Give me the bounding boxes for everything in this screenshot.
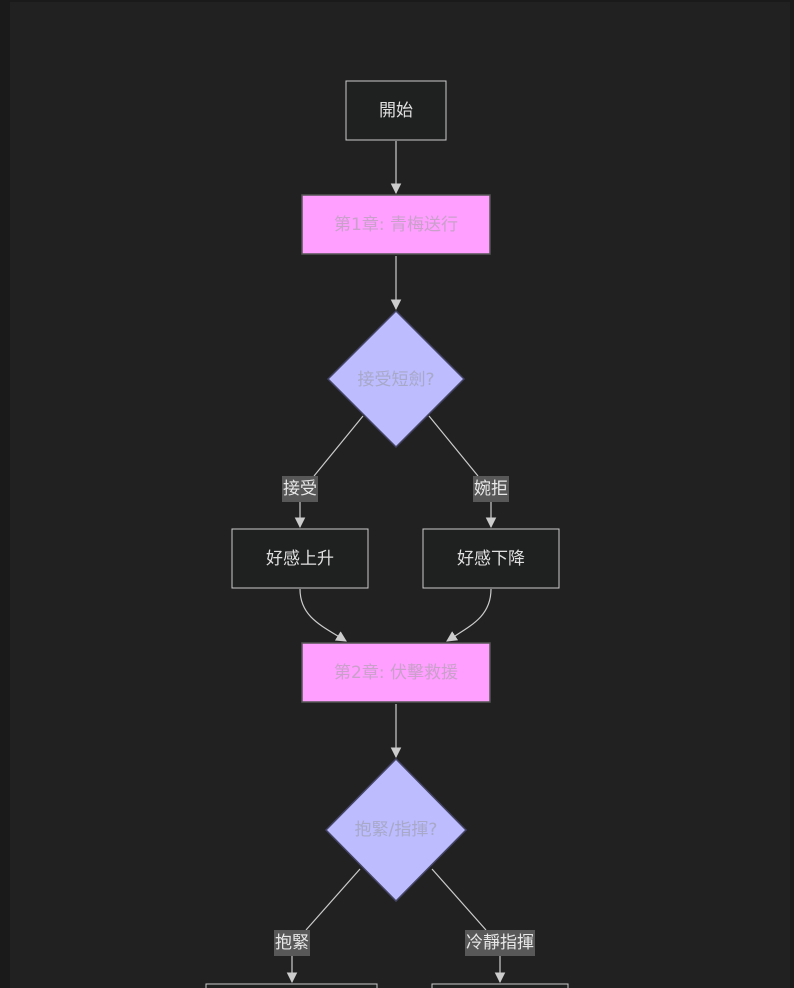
diagram-canvas: 開始 第1章: 青梅送行 接受短劍? 接受 婉拒 好感上升 好感下降 第2章: … xyxy=(10,2,790,988)
flowchart: 開始 第1章: 青梅送行 接受短劍? 接受 婉拒 好感上升 好感下降 第2章: … xyxy=(205,80,569,988)
node-affection-down-label: 好感下降 xyxy=(457,549,525,569)
edge-label-decline: 婉拒 xyxy=(473,476,509,502)
node-start: 開始 xyxy=(345,80,447,141)
edge-up-ch2 xyxy=(299,588,347,642)
edge-q1-accept-line xyxy=(313,415,364,477)
edge-label-accept: 接受 xyxy=(282,476,318,502)
edge-q2-command-line xyxy=(431,868,487,931)
edge-q2-hold-line xyxy=(305,868,361,931)
edge-down-ch2 xyxy=(446,588,492,642)
node-chapter-2: 第2章: 伏擊救援 xyxy=(301,642,491,703)
node-calm-command xyxy=(431,983,569,988)
node-decision-2-label: 抱緊/指揮? xyxy=(355,820,438,840)
node-start-label: 開始 xyxy=(379,101,413,121)
node-decision-2: 抱緊/指揮? xyxy=(324,757,468,903)
node-hug xyxy=(205,983,378,988)
edge-label-command: 冷靜指揮 xyxy=(465,930,535,956)
edge-q1-decline-line xyxy=(428,415,479,477)
node-affection-up: 好感上升 xyxy=(231,528,369,589)
node-chapter-2-label: 第2章: 伏擊救援 xyxy=(334,663,458,683)
node-decision-1: 接受短劍? xyxy=(326,309,466,449)
node-chapter-1: 第1章: 青梅送行 xyxy=(301,194,491,255)
edge-label-accept-text: 接受 xyxy=(283,479,317,499)
node-decision-1-label: 接受短劍? xyxy=(357,370,434,390)
edge-label-decline-text: 婉拒 xyxy=(474,479,508,499)
edge-label-command-text: 冷靜指揮 xyxy=(466,933,534,953)
node-chapter-1-label: 第1章: 青梅送行 xyxy=(334,215,458,235)
node-affection-up-label: 好感上升 xyxy=(266,549,334,569)
edge-label-hold: 抱緊 xyxy=(274,930,310,956)
node-affection-down: 好感下降 xyxy=(422,528,560,589)
edge-label-hold-text: 抱緊 xyxy=(275,933,309,953)
